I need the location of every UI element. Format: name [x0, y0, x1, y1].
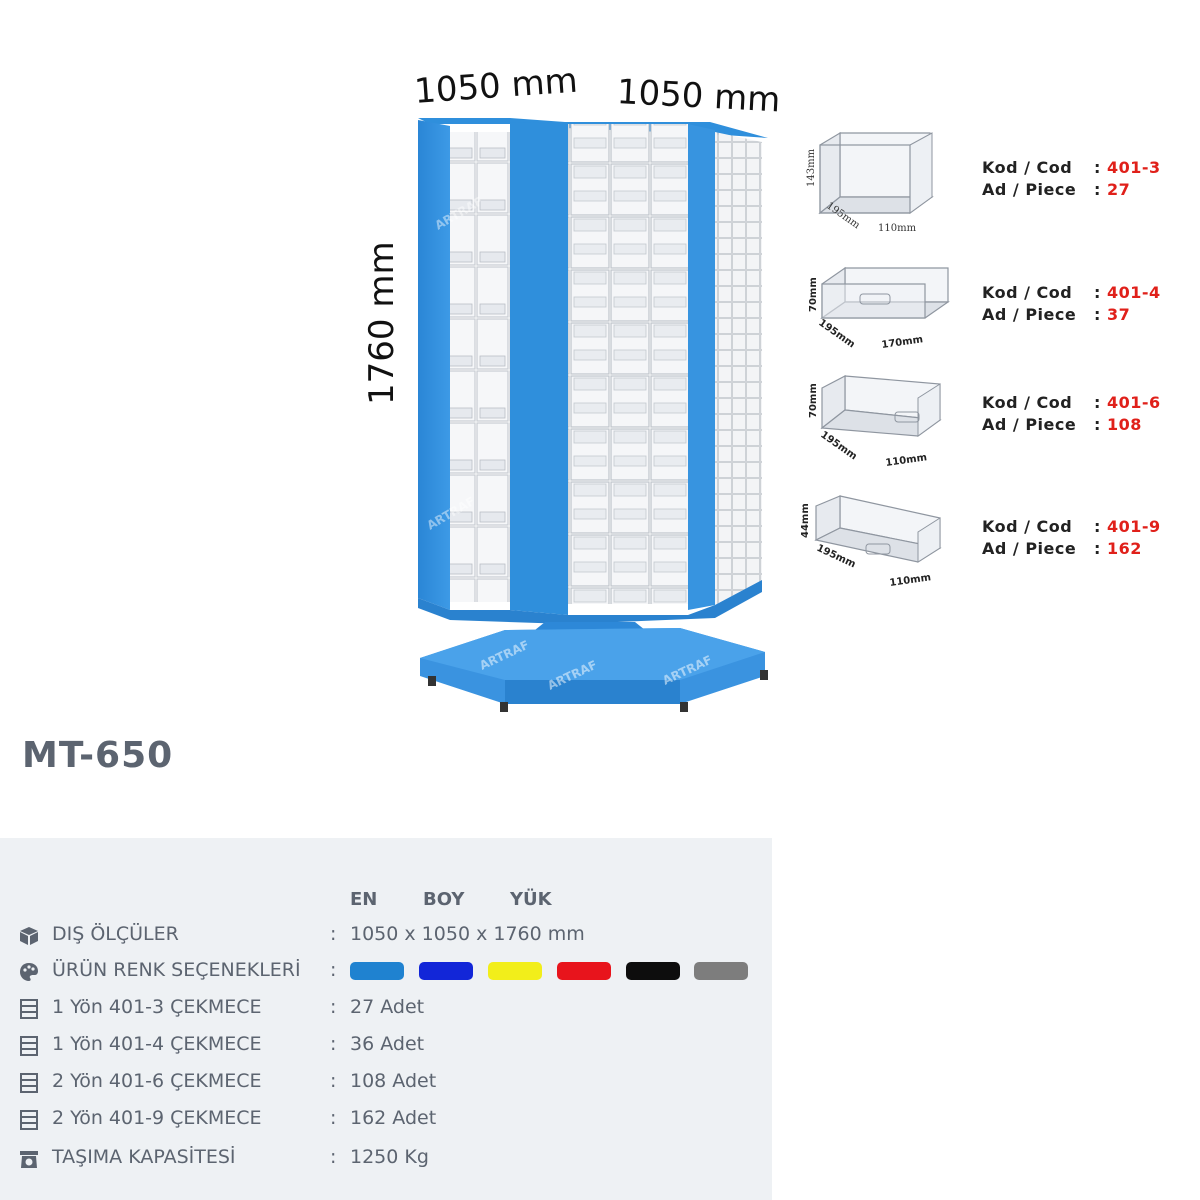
spec-value: 36 Adet	[350, 1033, 425, 1055]
kod-label: Kod / Cod	[982, 393, 1073, 412]
column-header-boy: BOY	[423, 889, 465, 910]
color-swatch-yellow[interactable]	[488, 962, 542, 980]
drawer-spec-401-9: Kod / Cod: 401-9 Ad / Piece: 162	[982, 517, 1161, 558]
spec-row-capacity: TAŞIMA KAPASİTESİ : 1250 Kg	[0, 1146, 772, 1176]
drawer-width-label: 110mm	[878, 223, 917, 234]
spec-colon: :	[330, 1146, 337, 1168]
drawer-item-401-6: 70mm 195mm 110mm Kod / Cod: 401-6 Ad / P…	[800, 370, 1180, 480]
drawer-illustration-401-6: 70mm 195mm 110mm	[808, 375, 942, 469]
drawer-item-401-4: 70mm 195mm 170mm Kod / Cod: 401-4 Ad / P…	[800, 262, 1180, 372]
drawer-height-label: 44mm	[800, 503, 811, 538]
dimension-width-left: 1050 mm	[413, 60, 579, 112]
spec-label: DIŞ ÖLÇÜLER	[52, 923, 179, 945]
drawer-illustration-401-4: 70mm 195mm 170mm	[808, 266, 950, 351]
kod-value: 401-6	[1106, 393, 1161, 412]
drawer-icon	[20, 1036, 38, 1056]
ad-value: 108	[1106, 415, 1142, 434]
weight-icon	[20, 1151, 38, 1168]
kod-value: 401-4	[1106, 283, 1161, 302]
column-header-yuk: YÜK	[510, 889, 552, 910]
product-title: MT-650	[22, 735, 174, 776]
spec-colon: :	[330, 1033, 337, 1055]
spec-row-drawer-401-6: 2 Yön 401-6 ÇEKMECE : 108 Adet	[0, 1070, 772, 1100]
spec-colon: :	[330, 923, 337, 945]
drawer-illustration-401-9: 44mm 195mm 110mm	[800, 495, 942, 589]
ad-label: Ad / Piece	[982, 180, 1077, 199]
kod-label: Kod / Cod	[982, 158, 1073, 177]
spec-colon: :	[330, 1107, 337, 1129]
kod-label: Kod / Cod	[982, 517, 1073, 536]
spec-label: TAŞIMA KAPASİTESİ	[52, 1146, 236, 1168]
spec-colon: :	[330, 996, 337, 1018]
drawer-height-label: 143mm	[806, 148, 817, 187]
spec-row-drawer-401-4: 1 Yön 401-4 ÇEKMECE : 36 Adet	[0, 1033, 772, 1063]
spec-row-colors: ÜRÜN RENK SEÇENEKLERİ :	[0, 959, 772, 989]
spec-label: 1 Yön 401-4 ÇEKMECE	[52, 1033, 262, 1055]
ad-label: Ad / Piece	[982, 415, 1077, 434]
spec-label: 1 Yön 401-3 ÇEKMECE	[52, 996, 262, 1018]
drawer-height-label: 70mm	[808, 383, 819, 418]
spec-label: 2 Yön 401-9 ÇEKMECE	[52, 1107, 262, 1129]
ad-label: Ad / Piece	[982, 539, 1077, 558]
spec-value: 108 Adet	[350, 1070, 437, 1092]
spec-label: ÜRÜN RENK SEÇENEKLERİ	[52, 959, 301, 981]
drawer-icon	[20, 999, 38, 1019]
spec-row-drawer-401-3: 1 Yön 401-3 ÇEKMECE : 27 Adet	[0, 996, 772, 1026]
drawer-width-label: 110mm	[889, 572, 932, 589]
cube-icon	[20, 927, 38, 945]
palette-icon	[20, 963, 38, 981]
spec-row-drawer-401-9: 2 Yön 401-9 ÇEKMECE : 162 Adet	[0, 1107, 772, 1137]
column-header-en: EN	[350, 889, 378, 910]
drawer-item-401-9: 44mm 195mm 110mm Kod / Cod: 401-9 Ad / P…	[800, 492, 1180, 602]
drawer-item-401-3: 143mm 195mm 110mm Kod / Cod: 401-3 Ad / …	[800, 125, 1180, 235]
spec-label: 2 Yön 401-6 ÇEKMECE	[52, 1070, 262, 1092]
spec-panel	[0, 838, 772, 1200]
ad-value: 27	[1106, 180, 1131, 199]
kod-label: Kod / Cod	[982, 283, 1073, 302]
spec-value: 1250 Kg	[350, 1146, 429, 1168]
ad-value: 162	[1106, 539, 1142, 558]
kod-value: 401-3	[1106, 158, 1161, 177]
spec-row-dimensions: DIŞ ÖLÇÜLER : 1050 x 1050 x 1760 mm	[0, 923, 772, 953]
drawer-depth-label: 195mm	[816, 317, 856, 350]
ad-value: 37	[1106, 305, 1131, 324]
spec-value: 162 Adet	[350, 1107, 437, 1129]
spec-colon: :	[330, 1070, 337, 1092]
color-swatch-red[interactable]	[557, 962, 611, 980]
kod-value: 401-9	[1106, 517, 1161, 536]
color-swatch-blue[interactable]	[350, 962, 404, 980]
spec-value: 1050 x 1050 x 1760 mm	[350, 923, 585, 945]
spec-colon: :	[330, 959, 337, 981]
drawer-icon	[20, 1073, 38, 1093]
color-swatch-royal-blue[interactable]	[419, 962, 473, 980]
drawer-depth-label: 195mm	[818, 429, 858, 462]
rotating-cabinet-illustration: ARTRAF ARTRAF ARTRAF ARTRAF ARTRAF	[418, 118, 768, 712]
drawer-width-label: 110mm	[885, 452, 928, 469]
drawer-spec-401-3: Kod / Cod: 401-3 Ad / Piece: 27	[982, 158, 1161, 199]
drawer-icon	[20, 1110, 38, 1130]
dimension-height: 1760 mm	[362, 241, 402, 405]
drawer-illustration-401-3: 143mm 195mm 110mm	[806, 131, 934, 234]
color-swatch-black[interactable]	[626, 962, 680, 980]
drawer-spec-401-6: Kod / Cod: 401-6 Ad / Piece: 108	[982, 393, 1161, 434]
drawer-spec-401-4: Kod / Cod: 401-4 Ad / Piece: 37	[982, 283, 1161, 324]
color-swatch-gray[interactable]	[694, 962, 748, 980]
drawer-width-label: 170mm	[881, 334, 924, 351]
drawer-height-label: 70mm	[808, 277, 819, 312]
spec-value: 27 Adet	[350, 996, 425, 1018]
ad-label: Ad / Piece	[982, 305, 1077, 324]
